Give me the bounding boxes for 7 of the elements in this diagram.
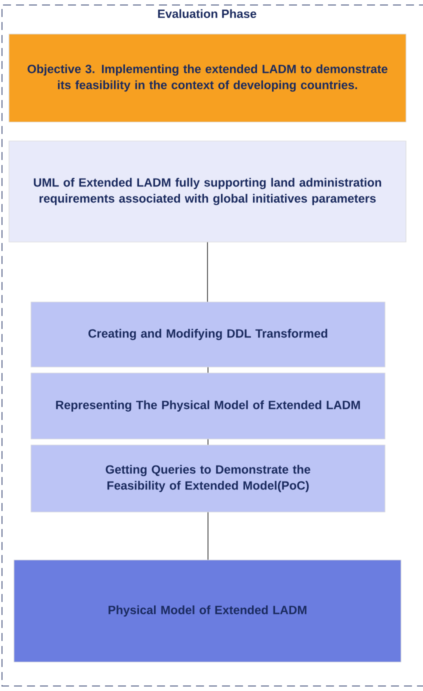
connector-line bbox=[207, 242, 208, 302]
process-box: Creating and Modifying DDL Transformed bbox=[30, 302, 386, 368]
process-box: UML of Extended LADM fully supporting land administration requirements associated with global initiatives parameters bbox=[8, 140, 406, 242]
process-box: Getting Queries to Demonstrate the Feasibility of Extended Model(PoC) bbox=[30, 444, 386, 512]
objective-box: Objective 3. Implementing the extended LADM to demonstrate its feasibility in the context of developing countries. bbox=[8, 34, 406, 122]
result-box: Physical Model of Extended LADM bbox=[14, 560, 402, 662]
process-box: Representing The Physical Model of Extended LADM bbox=[30, 372, 386, 440]
